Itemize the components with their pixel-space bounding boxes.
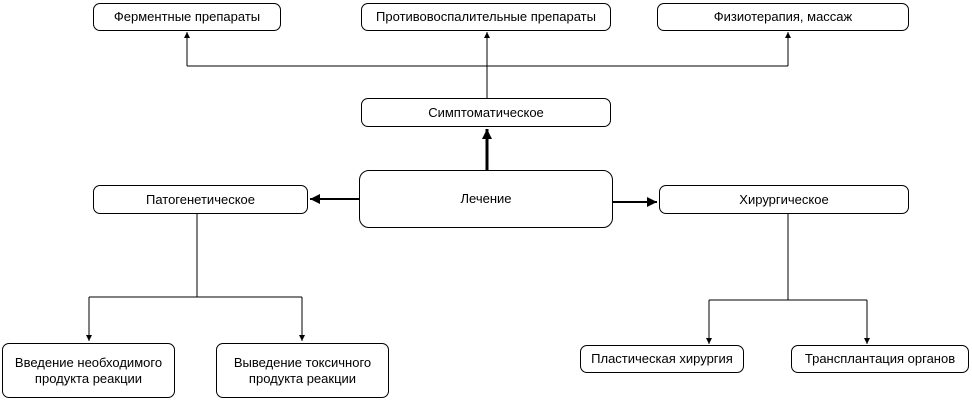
node-antiinflammatory-preparations: Противовоспалительные препараты	[361, 3, 611, 31]
node-excretion-toxic-product: Выведение токсичного продукта реакции	[216, 343, 389, 398]
symptomatic-branch-connector	[184, 32, 791, 98]
node-surgical: Хирургическое	[659, 185, 909, 214]
node-treatment-center: Лечение	[359, 170, 613, 228]
node-label: Противовоспалительные препараты	[376, 9, 596, 24]
node-label: Хирургическое	[739, 191, 829, 207]
node-label: Трансплантация органов	[804, 351, 956, 366]
node-organ-transplantation: Трансплантация органов	[791, 345, 969, 373]
node-label: Физиотерапия, массаж	[713, 9, 853, 24]
node-label: Пластическая хирургия	[591, 351, 733, 366]
node-physiotherapy-massage: Физиотерапия, массаж	[657, 3, 909, 31]
node-symptomatic: Симптоматическое	[361, 98, 611, 127]
node-label: Симптоматическое	[428, 104, 544, 120]
node-label: Лечение	[460, 191, 512, 206]
node-label: Патогенетическое	[145, 191, 255, 207]
node-introduction-reaction-product: Введение необходимого продукта реакции	[2, 343, 175, 398]
node-label: Введение необходимого продукта реакции	[14, 354, 163, 386]
node-plastic-surgery: Пластическая хирургия	[580, 345, 744, 373]
pathogenetic-branch-connector	[86, 214, 305, 341]
node-pathogenetic: Патогенетическое	[93, 185, 308, 214]
node-enzyme-preparations: Ферментные препараты	[93, 3, 281, 31]
node-label: Ферментные препараты	[113, 9, 261, 24]
node-label: Выведение токсичного продукта реакции	[233, 354, 372, 386]
surgical-branch-connector	[706, 214, 870, 344]
